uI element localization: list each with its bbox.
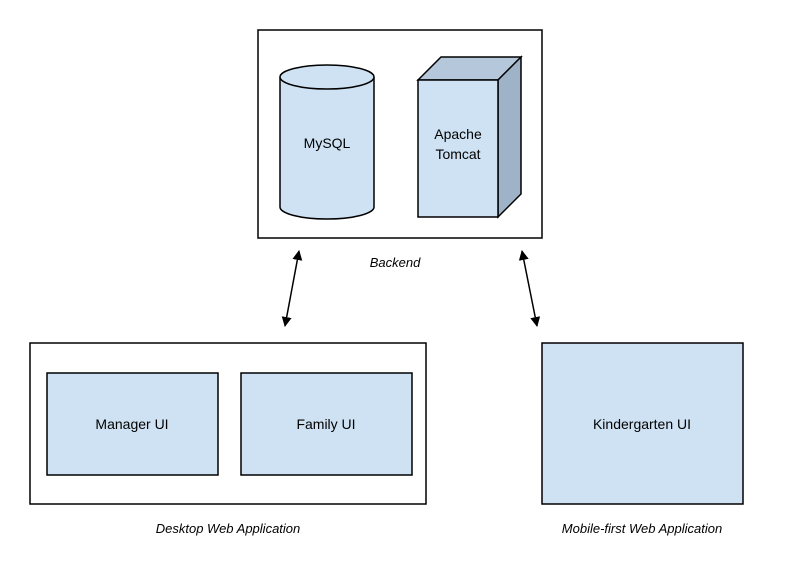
tomcat-label-line1: Apache xyxy=(434,126,482,142)
kindergarten-ui-box xyxy=(541,342,744,505)
manager-ui-label: Manager UI xyxy=(95,416,168,432)
kindergarten-ui-label: Kindergarten UI xyxy=(593,416,691,432)
tomcat-server-icon: Apache Tomcat xyxy=(416,55,523,219)
backend-caption: Backend xyxy=(370,255,421,270)
mobile-app-group: Kindergarten UI Mobile-first Web Applica… xyxy=(541,342,744,536)
backend-mobile-connector xyxy=(518,250,541,327)
mysql-label: MySQL xyxy=(304,135,351,151)
manager-ui-box xyxy=(46,372,219,476)
mobile-app-caption: Mobile-first Web Application xyxy=(562,521,722,536)
family-ui-label: Family UI xyxy=(296,416,355,432)
tomcat-label-line2: Tomcat xyxy=(435,146,480,162)
tomcat-cube-side xyxy=(497,55,522,219)
mysql-cylinder-body xyxy=(279,77,375,220)
mysql-cylinder-top xyxy=(279,64,375,90)
desktop-app-group: Manager UI Family UI Desktop Web Applica… xyxy=(29,342,427,536)
tomcat-cube-front xyxy=(417,79,499,218)
backend-desktop-connector xyxy=(281,250,303,327)
desktop-app-caption: Desktop Web Application xyxy=(156,521,301,536)
mysql-database-icon: MySQL xyxy=(279,64,375,220)
family-ui-box xyxy=(240,372,413,476)
backend-group: MySQL Apache Tomcat Backend xyxy=(257,29,543,270)
